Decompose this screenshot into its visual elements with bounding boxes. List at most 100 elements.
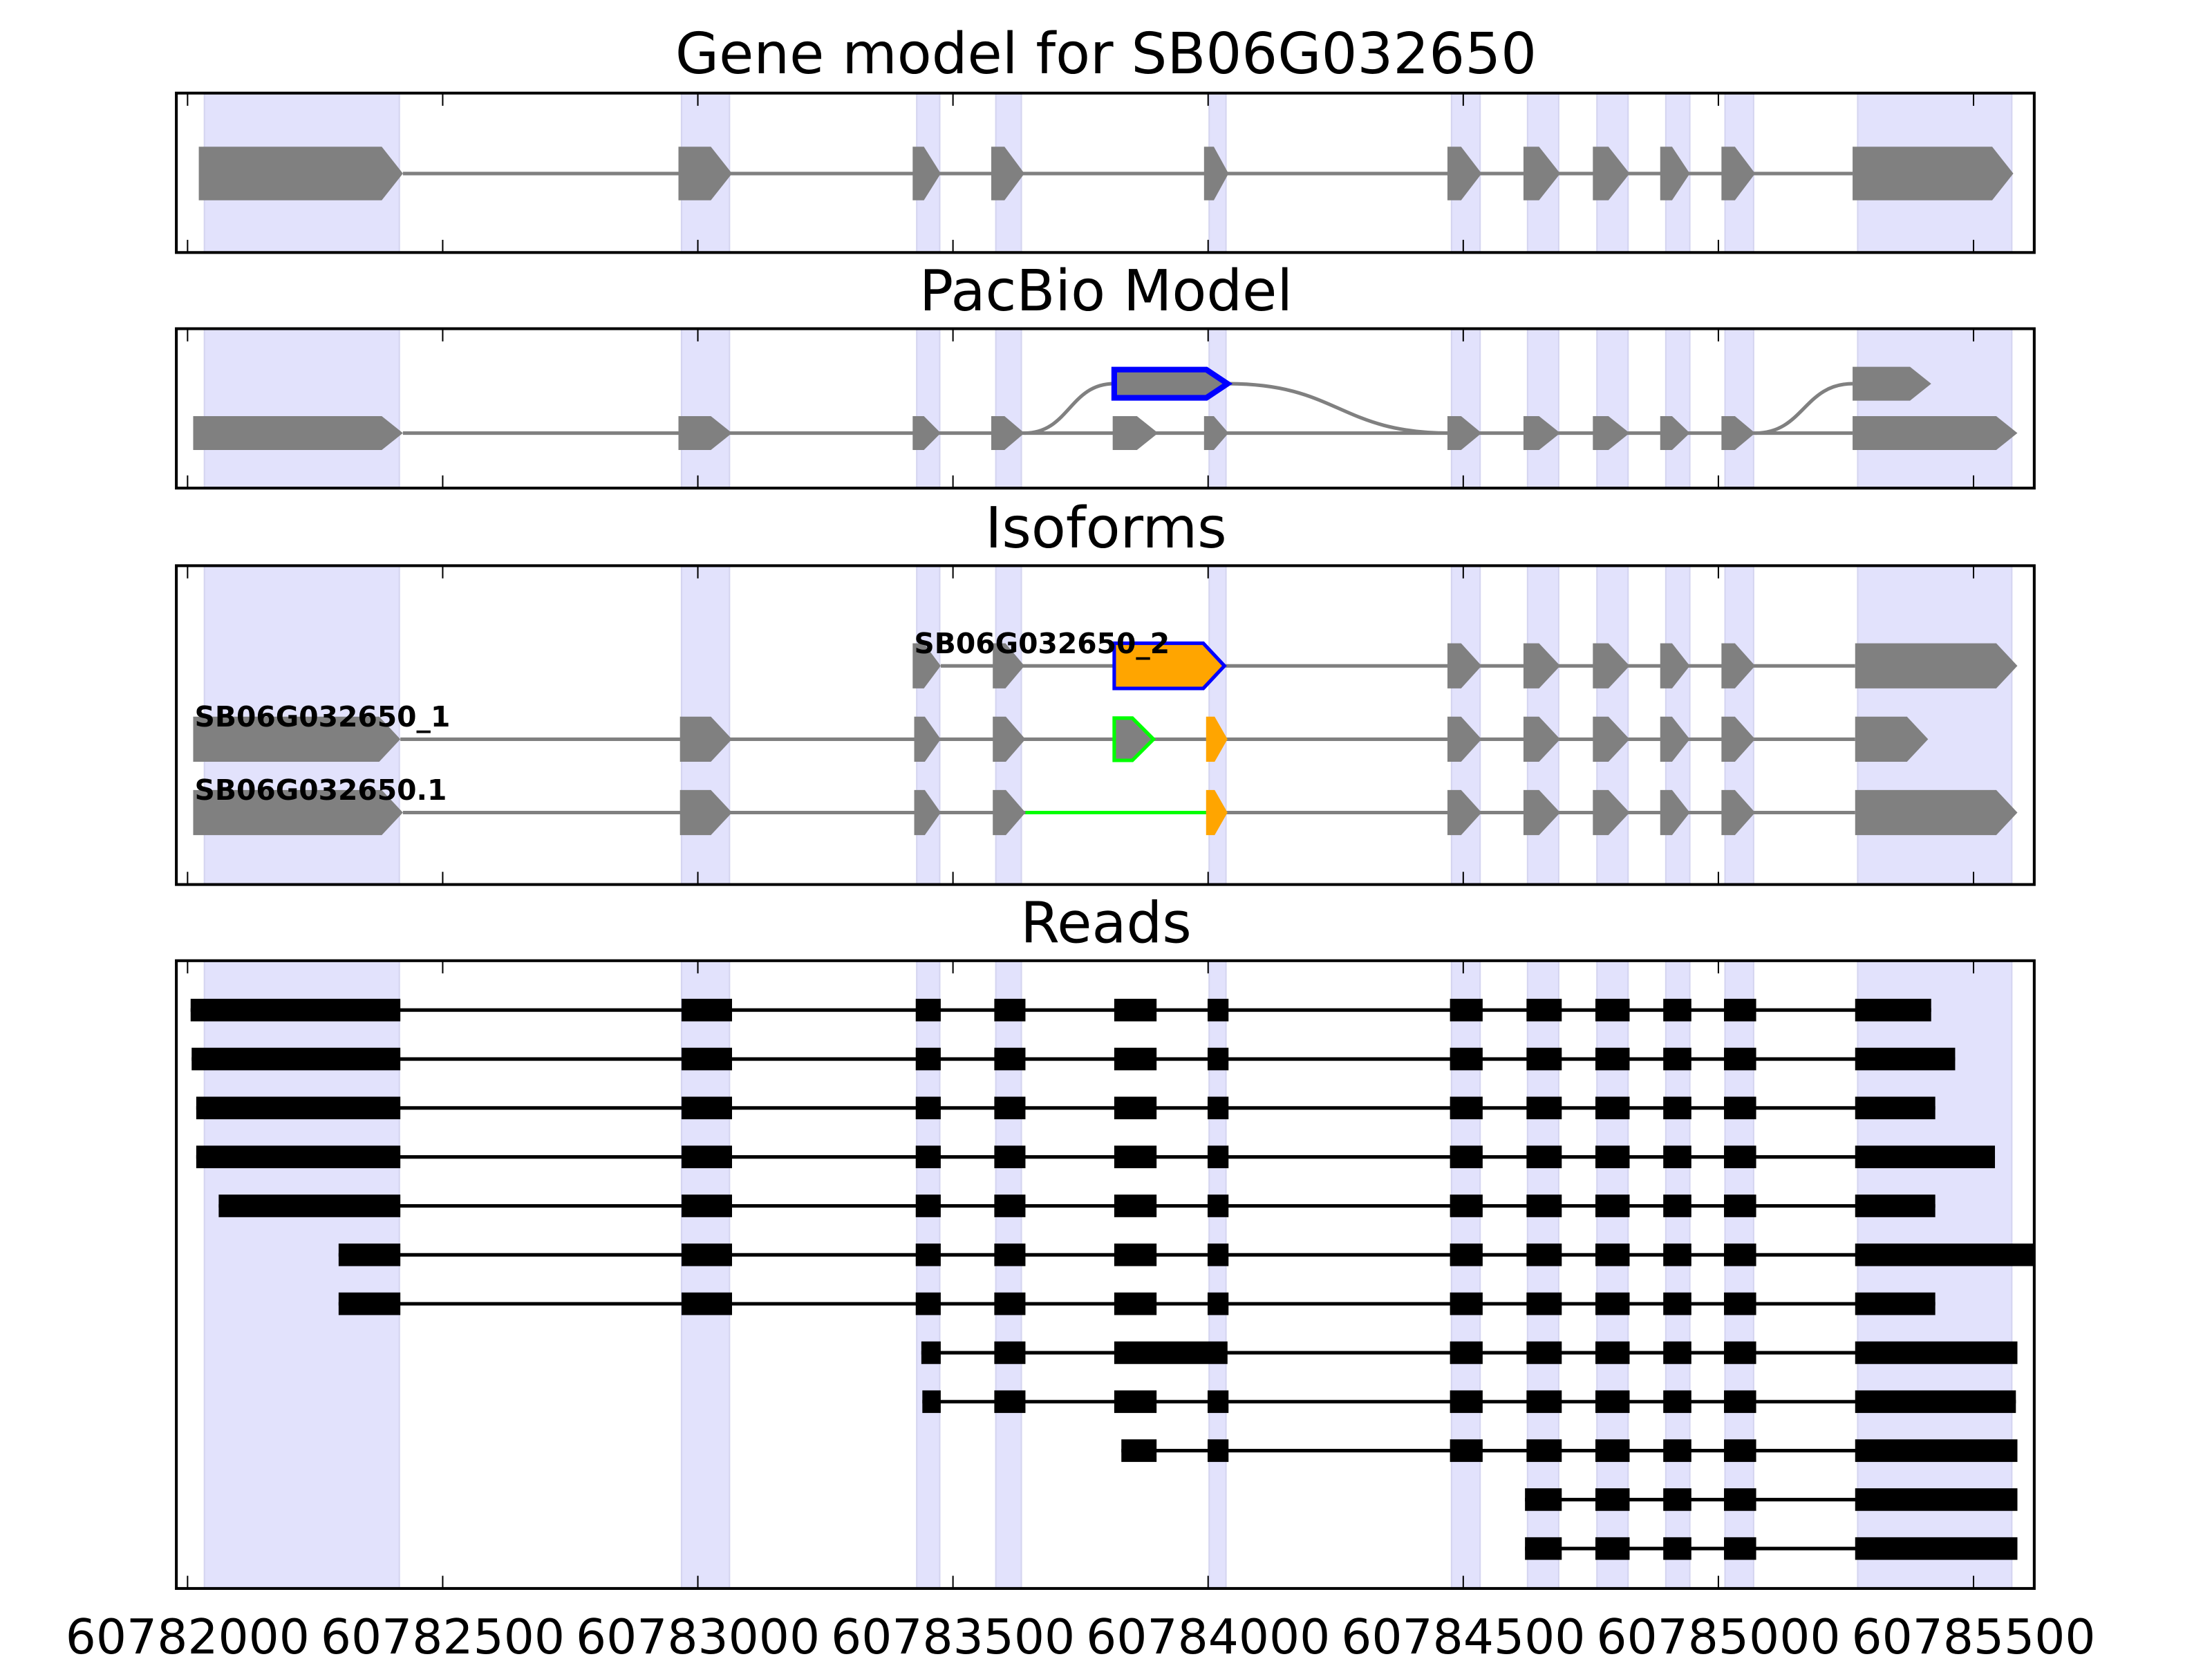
- read-block: [1595, 1537, 1630, 1560]
- read-block: [1526, 1096, 1562, 1120]
- exon: [1203, 416, 1229, 451]
- exon: [1855, 643, 2018, 688]
- exon: [1853, 416, 2018, 451]
- exon: [1523, 716, 1561, 762]
- read-block: [1207, 1194, 1229, 1217]
- exon: [1660, 789, 1690, 836]
- read-block: [1526, 1243, 1562, 1266]
- exon: [1853, 147, 2014, 200]
- exon: [1593, 716, 1630, 762]
- read-block: [1526, 1390, 1562, 1414]
- read-block: [1855, 1096, 1936, 1120]
- exon: [193, 416, 403, 451]
- read-block: [1663, 1488, 1691, 1511]
- read-block: [1663, 998, 1691, 1022]
- read-block: [1114, 1243, 1157, 1266]
- exon: [1855, 716, 1929, 762]
- x-tick-label: 60785000: [1596, 1610, 1840, 1659]
- read-block: [1724, 1488, 1756, 1511]
- x-tick-label: 60784500: [1341, 1610, 1585, 1659]
- read-block: [1595, 1096, 1630, 1120]
- read-block: [1663, 1292, 1691, 1315]
- exon: [1523, 789, 1561, 836]
- read-block: [1526, 1439, 1562, 1462]
- isoform-label: SB06G032650_2: [914, 627, 1170, 660]
- read-block: [1724, 1243, 1756, 1266]
- exon: [993, 789, 1026, 836]
- read-block: [1855, 1537, 2018, 1560]
- read-block: [1724, 1047, 1756, 1071]
- exon: [193, 716, 401, 762]
- read-block: [1207, 1096, 1229, 1120]
- exon: [679, 789, 732, 836]
- x-tick-label: 60782500: [321, 1610, 565, 1659]
- read-block: [1114, 1341, 1228, 1365]
- exon: [679, 716, 732, 762]
- read-block: [1450, 998, 1483, 1022]
- exon: [912, 416, 941, 451]
- x-tick-label: 60785500: [1851, 1610, 2095, 1659]
- splice-connection: [1024, 382, 1114, 435]
- x-tick-label: 60782000: [66, 1610, 310, 1659]
- exon-highlighted: [1111, 366, 1233, 401]
- read-block: [1526, 1145, 1562, 1168]
- read-block: [1450, 1292, 1483, 1315]
- exon: [912, 643, 941, 688]
- exon: [1721, 147, 1756, 200]
- exon: [1593, 416, 1630, 451]
- read-block: [1595, 1488, 1630, 1511]
- exon: [193, 789, 403, 836]
- exon: [1721, 643, 1756, 688]
- read-block: [1114, 1096, 1157, 1120]
- isoform-label: SB06G032650_1: [195, 700, 451, 733]
- panel-frame: [175, 91, 2036, 254]
- read-block: [1207, 1243, 1229, 1266]
- read-block: [915, 1292, 941, 1315]
- read-block: [915, 998, 941, 1022]
- read-block: [1595, 1390, 1630, 1414]
- read-block: [994, 1390, 1026, 1414]
- read-block: [1450, 1194, 1483, 1217]
- read-block: [994, 1096, 1026, 1120]
- read-block: [1663, 1096, 1691, 1120]
- read-block: [190, 998, 401, 1022]
- panel-title-isoforms: Isoforms: [985, 496, 1226, 561]
- read-block: [1724, 1439, 1756, 1462]
- read-block: [681, 1145, 732, 1168]
- exon-shade-region: [995, 328, 1022, 489]
- read-block: [915, 1243, 941, 1266]
- read-block: [338, 1292, 401, 1315]
- read-block: [1724, 1390, 1756, 1414]
- read-block: [1525, 1488, 1562, 1511]
- exon: [914, 716, 941, 762]
- read-block: [1207, 1292, 1229, 1315]
- read-block: [191, 1047, 401, 1071]
- read-block: [1450, 1341, 1483, 1365]
- exon-shade-region: [1526, 328, 1559, 489]
- exon-shade-region: [1857, 328, 2013, 489]
- read-block: [915, 1096, 941, 1120]
- read-block: [218, 1194, 401, 1217]
- exon: [1203, 147, 1229, 200]
- exon-shade-region: [1665, 328, 1691, 489]
- read-block: [1855, 1341, 2018, 1365]
- read-block: [681, 1243, 732, 1266]
- read-block: [1855, 1439, 2018, 1462]
- panel-title-gene-model: Gene model for SB06G032650: [675, 21, 1537, 87]
- exon: [1721, 716, 1756, 762]
- exon-shade-region: [1450, 328, 1481, 489]
- read-block: [1724, 1096, 1756, 1120]
- read-block: [1595, 1047, 1630, 1071]
- alt-exon: [1112, 716, 1156, 762]
- read-block: [1114, 998, 1157, 1022]
- read-block: [994, 1194, 1026, 1217]
- exon: [1855, 789, 2018, 836]
- novel-exon: [1206, 789, 1228, 836]
- read-block: [1663, 1243, 1691, 1266]
- exon: [993, 716, 1026, 762]
- read-block: [1855, 1243, 2034, 1266]
- read-block: [1207, 1439, 1229, 1462]
- exon: [993, 643, 1024, 688]
- read-block: [1663, 1145, 1691, 1168]
- panel-title-pacbio: PacBio Model: [919, 259, 1293, 324]
